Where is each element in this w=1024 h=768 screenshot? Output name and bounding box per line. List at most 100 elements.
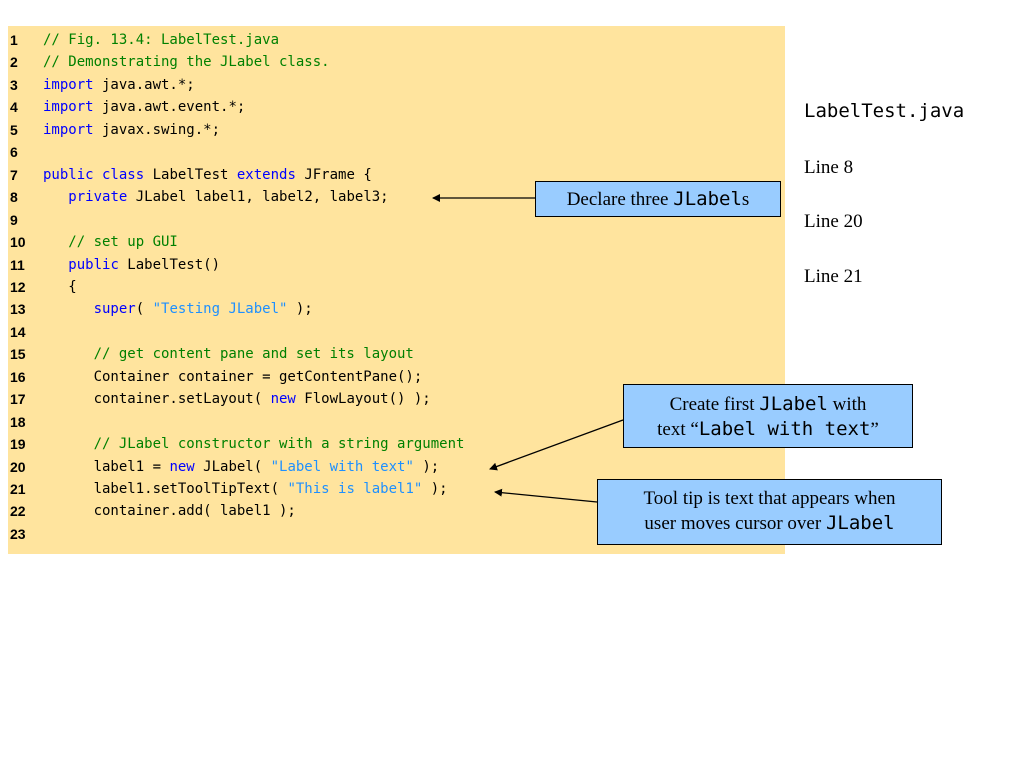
callout-declare-text: Declare three: [566, 189, 674, 210]
code-text: import java.awt.event.*;: [43, 96, 245, 118]
code-text: // Fig. 13.4: LabelTest.java: [43, 29, 279, 51]
code-token: // get content pane and set its layout: [43, 346, 414, 363]
code-token: java.awt.event.*;: [93, 99, 246, 116]
code-token: );: [422, 481, 448, 497]
code-token: import: [43, 99, 94, 116]
code-text: container.add( label1 );: [43, 500, 296, 522]
code-text: label1.setToolTipText( "This is label1" …: [43, 478, 448, 500]
code-text: container.setLayout( new FlowLayout() );: [43, 388, 431, 410]
code-token: JLabel(: [194, 458, 271, 475]
code-listing: 1 // Fig. 13.4: LabelTest.java 2 // Demonst…: [8, 26, 785, 554]
line-number: 21: [10, 481, 26, 497]
line-number: 8: [10, 189, 18, 206]
file-name: LabelTest.java: [804, 100, 965, 122]
code-token: "Label with text": [270, 458, 414, 475]
line-number: 16: [10, 368, 26, 385]
line-number: 22: [10, 503, 26, 520]
code-token: extends: [236, 166, 296, 183]
line-number: 20: [10, 458, 26, 475]
callout-declare-labels: Declare three JLabels: [535, 181, 781, 217]
code-token: private: [68, 189, 128, 206]
callout-create-string: Label with text: [698, 418, 871, 440]
code-token: {: [43, 278, 77, 295]
code-token: LabelTest(): [118, 256, 221, 273]
code-token: public class: [43, 166, 145, 183]
code-text: super( "Testing JLabel" );: [43, 298, 313, 320]
code-token: import: [43, 76, 94, 93]
line-number: 17: [10, 391, 26, 408]
code-token: LabelTest: [144, 166, 237, 183]
line-number: 4: [10, 99, 18, 116]
code-token: container.setLayout(: [43, 391, 271, 408]
code-token: );: [413, 458, 440, 475]
code-token: "Testing JLabel": [152, 301, 288, 318]
line-number: 10: [10, 234, 26, 251]
callout-create-text: Create first: [669, 394, 760, 415]
code-token: import: [43, 121, 94, 138]
line-number: 12: [10, 278, 26, 295]
code-text: label1 = new JLabel( "Label with text" )…: [43, 456, 440, 478]
line-number: 13: [10, 301, 26, 318]
code-token: // Demonstrating the JLabel class.: [43, 54, 330, 71]
code-token: // Fig. 13.4: LabelTest.java: [43, 32, 280, 48]
code-token: FlowLayout() );: [295, 391, 431, 408]
code-token: // set up GUI: [43, 234, 178, 251]
line-number: 2: [10, 54, 18, 71]
callout-create-label: Create first JLabel with text “Label wit…: [623, 384, 913, 448]
line-number: 1: [10, 32, 18, 48]
line-number: 23: [10, 525, 26, 542]
code-token: javax.swing.*;: [93, 121, 221, 138]
callout-create-class: JLabel: [759, 393, 828, 415]
code-text: import java.awt.*;: [43, 74, 195, 96]
code-token: );: [287, 301, 313, 318]
code-token: new: [169, 458, 195, 475]
code-text: // Demonstrating the JLabel class.: [43, 51, 330, 73]
code-token: container.add( label1 );: [43, 503, 296, 520]
code-text: import javax.swing.*;: [43, 119, 220, 141]
line-number: 18: [10, 413, 26, 430]
callout-create-close: ”: [870, 419, 879, 440]
code-text: {: [43, 276, 77, 298]
callout-tooltip-class: JLabel: [825, 512, 895, 534]
code-token: JFrame {: [295, 166, 372, 183]
code-text: // JLabel constructor with a string argu…: [43, 433, 465, 455]
code-text: public class LabelTest extends JFrame {: [43, 164, 372, 186]
code-token: java.awt.*;: [93, 76, 195, 93]
code-text: Container container = getContentPane();: [43, 366, 423, 388]
line-number: 14: [10, 323, 26, 340]
line-number: 11: [10, 256, 25, 273]
callout-create-text2: text “: [657, 419, 699, 440]
code-token: JLabel label1, label2, label3;: [127, 189, 389, 206]
code-token: public: [68, 256, 119, 273]
arrow-line-21: [494, 488, 598, 503]
code-token: new: [270, 391, 296, 408]
code-token: (: [135, 301, 153, 318]
code-text: private JLabel label1, label2, label3;: [43, 186, 389, 208]
callout-declare-suffix: s: [741, 189, 750, 210]
code-token: label1 =: [43, 458, 170, 475]
line-20-ref: Line 20: [804, 211, 863, 232]
code-text: // set up GUI: [43, 231, 178, 253]
callout-tooltip: Tool tip is text that appears when user …: [597, 479, 942, 545]
line-8-ref: Line 8: [804, 157, 854, 178]
line-number: 7: [10, 166, 18, 183]
line-number: 3: [10, 76, 18, 93]
callout-declare-class: JLabel: [673, 188, 742, 210]
code-text: // get content pane and set its layout: [43, 343, 414, 365]
line-number: 15: [10, 346, 26, 363]
code-token: super: [93, 301, 136, 318]
callout-tooltip-line2: user moves cursor over: [644, 513, 826, 534]
line-21-ref: Line 21: [804, 266, 863, 287]
code-token: Container container = getContentPane();: [43, 368, 423, 385]
line-number: 9: [10, 211, 18, 228]
code-token: label1.setToolTipText(: [43, 481, 288, 497]
callout-create-with: with: [827, 394, 867, 415]
line-number: 6: [10, 144, 18, 161]
code-text: public LabelTest(): [43, 254, 220, 276]
line-number: 19: [10, 436, 26, 453]
callout-tooltip-line1: Tool tip is text that appears when: [643, 488, 896, 509]
code-token: "This is label1": [287, 481, 423, 497]
code-token: // JLabel constructor with a string argu…: [43, 436, 465, 453]
line-number: 5: [10, 121, 18, 138]
arrow-line-20: [489, 419, 624, 471]
